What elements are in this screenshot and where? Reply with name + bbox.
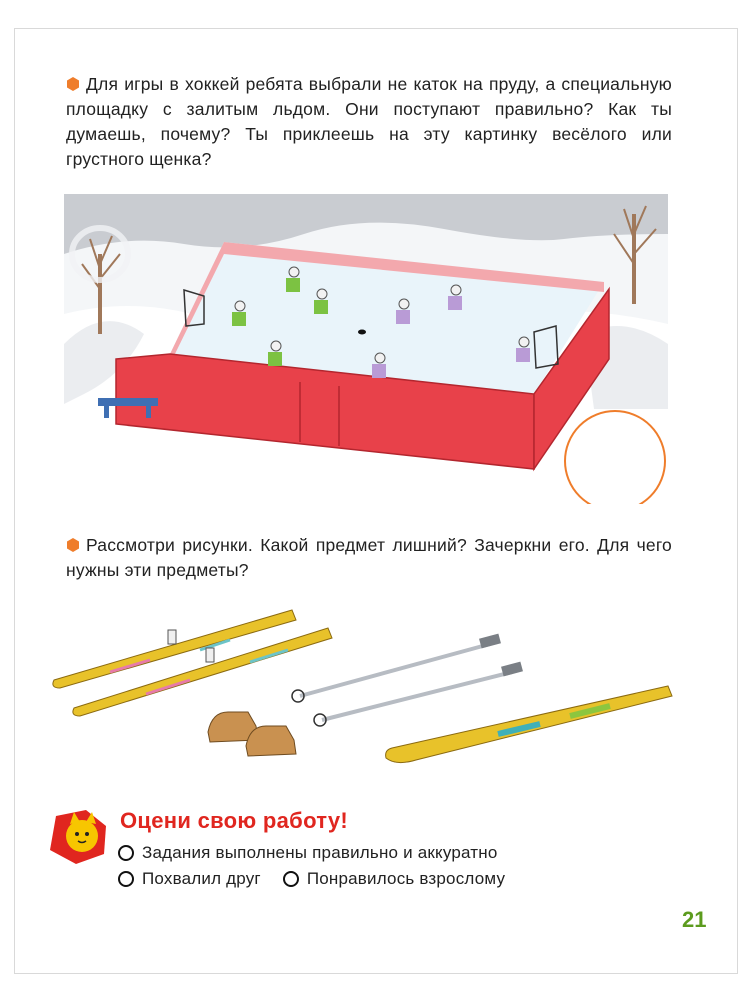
cat-mascot-icon [50, 810, 106, 864]
hexagon-bullet-icon [67, 538, 79, 552]
rate-option-1-label: Задания выполнены правильно и аккуратно [142, 843, 498, 862]
tree-left-icon [69, 225, 131, 334]
task-2: Рассмотри рисунки. Какой предмет лишний?… [66, 533, 672, 583]
sticker-placeholder-circle[interactable] [564, 410, 666, 504]
task-1-text: Для игры в хоккей ребята выбрали не като… [66, 74, 672, 169]
page-number: 21 [682, 907, 707, 932]
hockey-players-icon [183, 266, 559, 378]
rate-line-1: Задания выполнены правильно и аккуратно [118, 843, 520, 863]
self-assessment-title: Оцени свою работу! [120, 808, 349, 833]
winter-sport-objects[interactable] [50, 600, 680, 800]
ski-poles-icon[interactable] [291, 633, 523, 727]
rate-option-1[interactable]: Задания выполнены правильно и аккуратно [118, 843, 498, 863]
radio-circle-icon[interactable] [118, 845, 134, 861]
rate-option-3[interactable]: Понравилось взрослому [282, 869, 506, 889]
hockey-stick-icon[interactable] [385, 685, 673, 764]
bench-icon [98, 398, 158, 418]
rate-option-2-label: Похвалил друг [142, 869, 261, 888]
hockey-rink-illustration [64, 194, 668, 504]
task-1: Для игры в хоккей ребята выбрали не като… [66, 72, 672, 172]
self-assessment: Оцени свою работу! Задания выполнены пра… [46, 806, 606, 906]
radio-circle-icon[interactable] [282, 871, 299, 887]
rate-option-3-label: Понравилось взрослому [306, 869, 506, 888]
rate-line-2: Похвалил друг Понравилось взрослому [118, 869, 527, 889]
task-2-text: Рассмотри рисунки. Какой предмет лишний?… [66, 535, 672, 580]
radio-circle-icon[interactable] [118, 871, 134, 887]
rink-icon [115, 242, 610, 472]
tree-right-icon [613, 205, 657, 304]
hexagon-bullet-icon [67, 77, 79, 91]
boots-icon[interactable] [207, 711, 297, 757]
skis-icon[interactable] [52, 609, 333, 717]
rate-option-2[interactable]: Похвалил друг [118, 869, 261, 889]
